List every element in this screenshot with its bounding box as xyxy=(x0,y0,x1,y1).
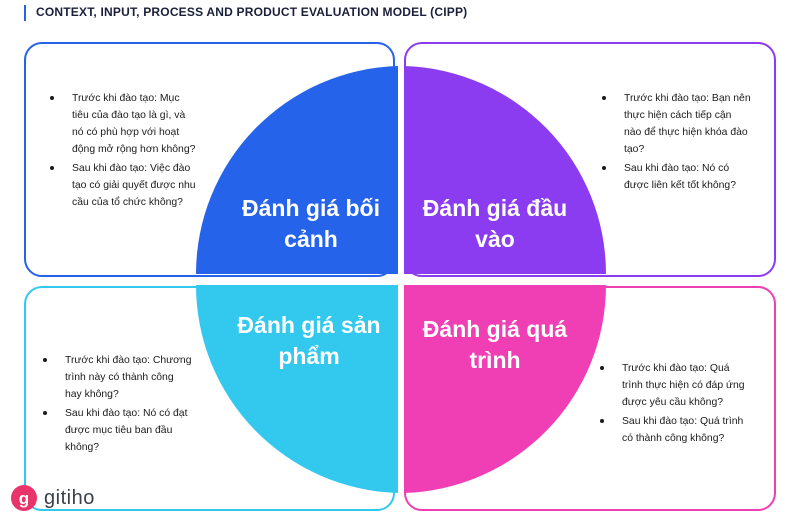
gitiho-logo-icon: g xyxy=(11,485,37,511)
process-quadrant xyxy=(404,285,606,493)
brand-name: gitiho xyxy=(44,486,95,509)
diagram-title: CONTEXT, INPUT, PROCESS AND PRODUCT EVAL… xyxy=(36,5,468,19)
product-quadrant xyxy=(195,285,398,493)
input-quadrant xyxy=(404,66,606,274)
gitiho-brand: g gitiho xyxy=(10,484,95,512)
title-accent-bar xyxy=(24,5,26,21)
context-quadrant xyxy=(195,66,398,274)
svg-text:g: g xyxy=(19,489,29,508)
